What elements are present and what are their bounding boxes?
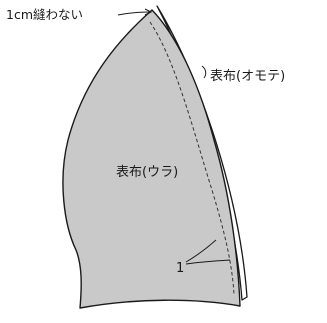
seam-note-leader	[117, 11, 151, 16]
outer-fabric-front-label: 表布(オモテ)	[210, 69, 285, 84]
stitch-line	[149, 21, 235, 295]
step-leader-upper	[185, 239, 217, 263]
seam-note-arrowhead	[144, 8, 153, 16]
seam-note-label: 1cm縫わない	[6, 7, 83, 22]
step-leader-lower	[185, 259, 231, 265]
outer-fabric-front-leader	[201, 65, 207, 79]
step-number-label: 1	[176, 261, 184, 276]
outer-fabric-back-label: 表布(ウラ)	[116, 165, 178, 180]
outer-fabric-back-piece	[62, 9, 241, 309]
